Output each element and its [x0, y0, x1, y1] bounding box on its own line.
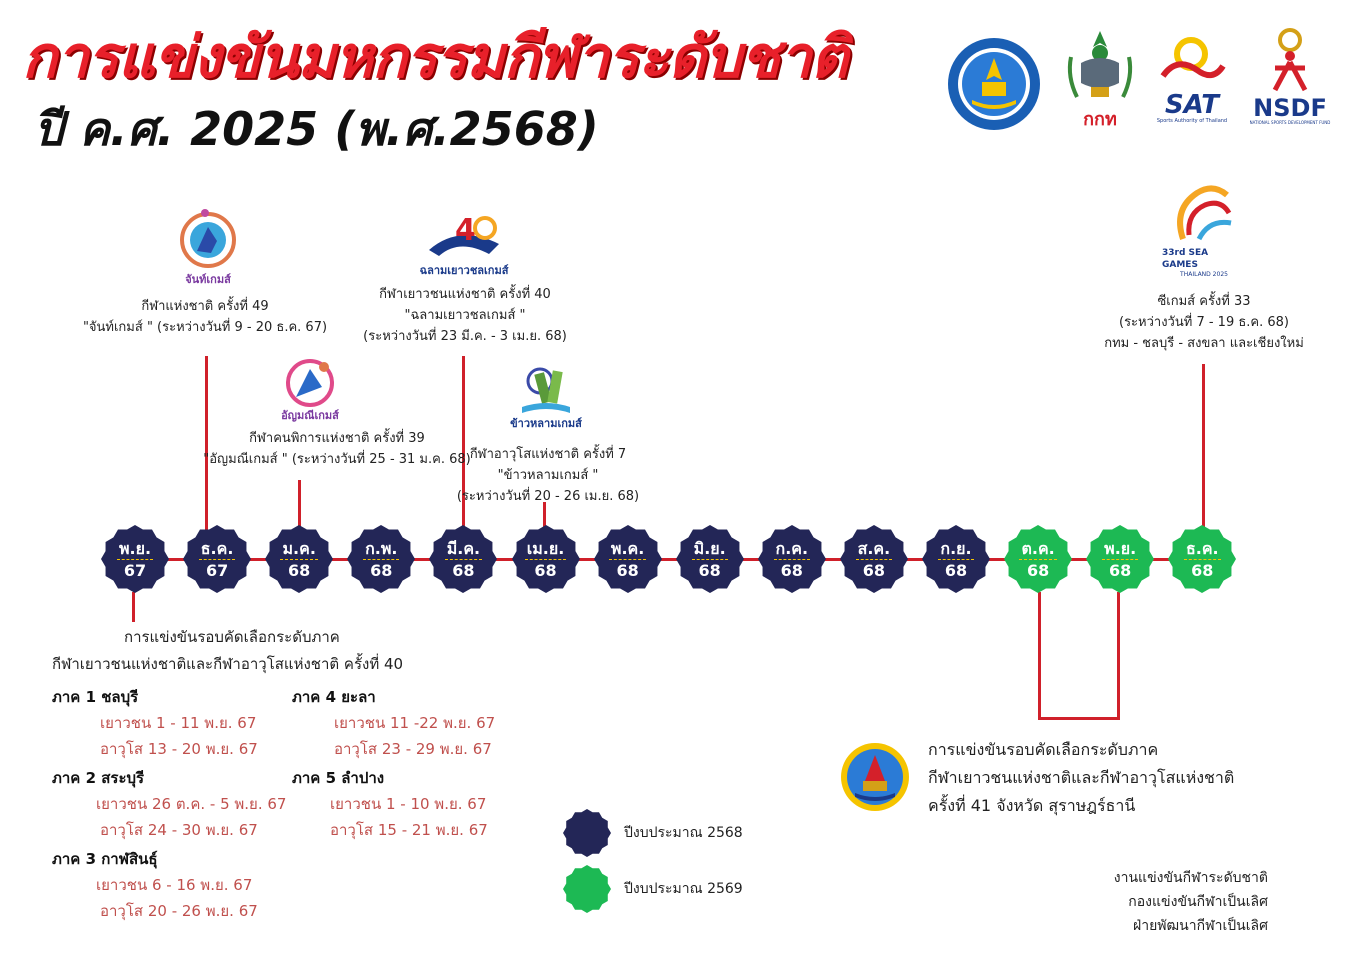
timeline-month-2: ม.ค.68	[264, 524, 334, 594]
connector-qualifier-right-bar	[1038, 717, 1120, 720]
khao-lam-games-logo-icon: ข้าวหลามเกมส์	[506, 360, 586, 434]
connector-senior-games	[543, 502, 546, 532]
timeline-axis	[110, 558, 1230, 561]
region-3: ภาค 3 กาฬสินธุ์ เยาวชน 6 - 16 พ.ย. 67 อา…	[52, 850, 258, 920]
timeline-month-label: ส.ค.	[855, 538, 893, 560]
connector-national-games	[205, 356, 208, 532]
timeline-month-11: ต.ค.68	[1003, 524, 1073, 594]
timeline-year-label: 68	[534, 560, 557, 580]
timeline-month-4: มี.ค.68	[428, 524, 498, 594]
connector-para-games	[298, 480, 301, 532]
chan-games-logo-icon: จันท์เกมส์	[168, 204, 248, 290]
timeline-year-label: 68	[288, 560, 311, 580]
timeline-year-label: 68	[1191, 560, 1214, 580]
timeline-month-9: ส.ค.68	[839, 524, 909, 594]
timeline-month-label: มี.ค.	[444, 538, 483, 560]
timeline-month-5: เม.ย.68	[511, 524, 581, 594]
timeline-year-label: 68	[370, 560, 393, 580]
timeline-month-8: ก.ค.68	[757, 524, 827, 594]
timeline-month-12: พ.ย.68	[1085, 524, 1155, 594]
timeline-month-label: ต.ค.	[1019, 538, 1057, 560]
connector-qualifier-left	[132, 592, 135, 622]
timeline-month-10: ก.ย.68	[921, 524, 991, 594]
timeline-year-label: 67	[205, 560, 229, 580]
ktt-emblem-icon: กกท	[1058, 24, 1142, 132]
timeline-month-0: พ.ย.67	[100, 524, 170, 594]
timeline-month-label: ม.ค.	[280, 538, 318, 560]
timeline-month-label: พ.ย.	[1102, 538, 1139, 560]
page-subtitle: ปี ค.ศ. 2025 (พ.ศ.2568)	[34, 102, 599, 156]
timeline-month-1: ธ.ค.67	[182, 524, 252, 594]
legend-item-2569: ปีงบประมาณ 2569	[562, 864, 743, 914]
timeline-year-label: 68	[780, 560, 803, 580]
timeline-month-label: เม.ย.	[524, 538, 567, 560]
qualifier-left-heading: การแข่งขันรอบคัดเลือกระดับภาค กีฬาเยาวชน…	[52, 628, 404, 673]
connector-qualifier-right-b	[1117, 592, 1120, 720]
senior-games-label: กีฬาอาวุโสแห่งชาติ ครั้งที่ 7 "ข้าวหลามเ…	[456, 447, 640, 504]
region-5: ภาค 5 ลำปาง เยาวชน 1 - 10 พ.ย. 67 อาวุโส…	[292, 769, 488, 839]
legend-swatch-2568	[563, 809, 611, 857]
para-games-label: กีฬาคนพิการแห่งชาติ ครั้งที่ 39 "อัญมณีเ…	[203, 431, 471, 467]
timeline-month-label: ก.ย.	[938, 538, 974, 560]
youth-games-label: กีฬาเยาวชนแห่งชาติ ครั้งที่ 40 "ฉลามเยาว…	[363, 287, 567, 344]
sat-logo-icon: SAT Sports Authority of Thailand	[1150, 30, 1234, 130]
region-4: ภาค 4 ยะลา เยาวชน 11 -22 พ.ย. 67 อาวุโส …	[292, 688, 496, 758]
connector-qualifier-right-a	[1038, 592, 1041, 720]
connector-youth-games	[462, 356, 465, 532]
timeline-month-label: มิ.ย.	[691, 538, 728, 560]
timeline-month-label: พ.ย.	[116, 538, 154, 560]
timeline-year-label: 67	[123, 560, 147, 580]
national-games-label: กีฬาแห่งชาติ ครั้งที่ 49 "จันท์เกมส์ " (…	[82, 299, 328, 335]
timeline-month-label: ธ.ค.	[198, 538, 236, 560]
region-2: ภาค 2 สระบุรี เยาวชน 26 ต.ค. - 5 พ.ย. 67…	[52, 769, 287, 839]
sea-games-label: ซีเกมส์ ครั้งที่ 33 (ระหว่างวันที่ 7 - 1…	[1104, 294, 1304, 351]
footer-credit: งานแข่งขันกีฬาระดับชาติ กองแข่งขันกีฬาเป…	[1113, 870, 1268, 934]
legend-item-2568: ปีงบประมาณ 2568	[562, 808, 743, 858]
timeline-month-6: พ.ค.68	[593, 524, 663, 594]
chalam-games-logo-icon: 4 ฉลามเยาวชลเกมส์	[419, 213, 509, 277]
legend-swatch-2569	[563, 865, 611, 913]
timeline-month-label: ธ.ค.	[1183, 538, 1221, 560]
anyamanee-games-logo-icon: อัญมณีเกมส์	[270, 354, 350, 426]
timeline-month-label: ก.พ.	[363, 538, 400, 560]
page-title: การแข่งขันมหกรรมกีฬาระดับชาติ	[22, 23, 848, 91]
sea-games-logo-icon: 33rd SEA GAMES THAILAND 2025	[1162, 178, 1246, 280]
timeline-year-label: 68	[452, 560, 475, 580]
timeline-month-13: ธ.ค.68	[1167, 524, 1237, 594]
timeline-month-label: ก.ค.	[773, 538, 811, 560]
timeline-year-label: 68	[862, 560, 886, 580]
timeline-year-label: 68	[944, 560, 968, 580]
nsdf-logo-icon: NSDF NATIONAL SPORTS DEVELOPMENT FUND	[1240, 18, 1340, 134]
timeline-month-3: ก.พ.68	[346, 524, 416, 594]
surat-thani-seal-icon	[838, 740, 912, 814]
svg-text:4: 4	[455, 213, 476, 248]
timeline-year-label: 68	[616, 560, 639, 580]
timeline-year-label: 68	[1109, 560, 1132, 580]
timeline-year-label: 68	[698, 560, 721, 580]
ministry-of-tourism-and-sports-seal-icon	[944, 36, 1044, 132]
connector-sea-games	[1202, 364, 1205, 532]
timeline-month-label: พ.ค.	[608, 538, 647, 560]
timeline-month-7: มิ.ย.68	[675, 524, 745, 594]
region-1: ภาค 1 ชลบุรี เยาวชน 1 - 11 พ.ย. 67 อาวุโ…	[52, 688, 258, 758]
timeline-year-label: 68	[1026, 560, 1050, 580]
qualifier-right-heading: การแข่งขันรอบคัดเลือกระดับภาค กีฬาเยาวชน…	[928, 740, 1235, 815]
